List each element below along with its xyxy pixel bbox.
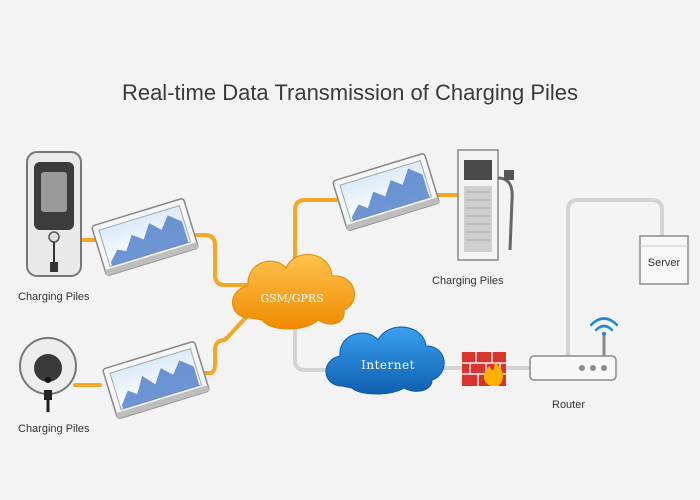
wifi-icon xyxy=(589,317,619,336)
charging-pile-round-icon xyxy=(19,337,77,412)
data-terminal-left-bottom-icon xyxy=(102,341,210,419)
data-terminal-left-top-icon xyxy=(91,198,199,276)
internet-label: Internet xyxy=(361,358,415,372)
label-server: Server xyxy=(648,257,681,269)
wire-left-bottom xyxy=(73,298,264,387)
label-router: Router xyxy=(552,399,585,411)
internet-cloud-icon xyxy=(325,326,445,395)
label-pile-left-bottom: Charging Piles xyxy=(18,423,90,435)
charging-pile-standing-icon xyxy=(457,149,514,261)
router-icon xyxy=(529,336,617,381)
server-icon xyxy=(639,235,689,285)
gsm-gprs-label: GSM/GPRS xyxy=(260,292,323,305)
charging-pile-wallbox-icon xyxy=(26,151,82,277)
label-pile-left-top: Charging Piles xyxy=(18,291,90,303)
label-pile-right: Charging Piles xyxy=(432,275,504,287)
title: Real-time Data Transmission of Charging … xyxy=(121,80,579,105)
firewall-icon xyxy=(462,352,506,386)
gsm-gprs-cloud-icon xyxy=(232,254,355,330)
data-terminal-right-icon xyxy=(332,153,440,231)
